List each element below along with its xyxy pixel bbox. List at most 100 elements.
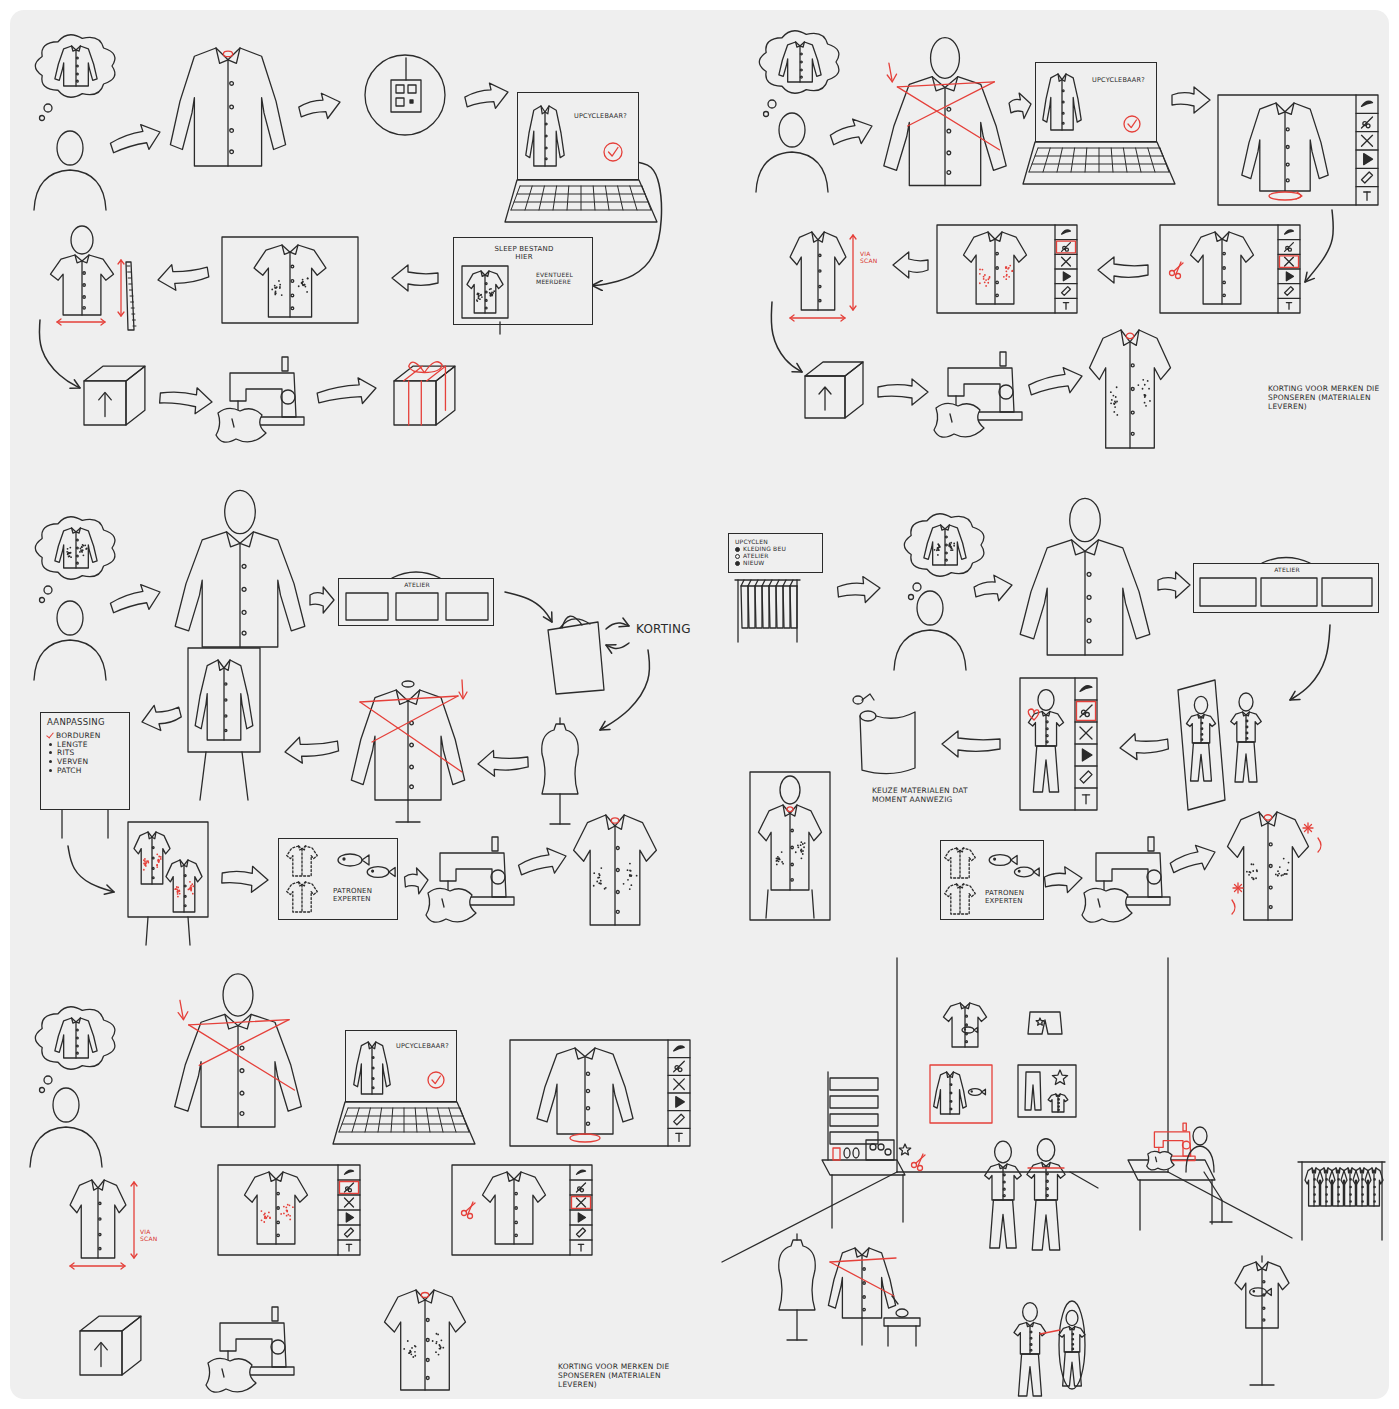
needle-icon [1062, 243, 1071, 252]
person-figure [1027, 1139, 1065, 1250]
fish-tail [1266, 1289, 1271, 1296]
shirt-button [1201, 722, 1203, 724]
scissors-icon [1285, 257, 1294, 266]
embroidery-dot [1246, 871, 1248, 873]
keyboard-grid [449, 1108, 456, 1132]
shirt-button [965, 1041, 967, 1043]
person-figure [985, 1141, 1022, 1248]
flow-arrow-curve [1305, 210, 1333, 282]
thought-cloud [35, 517, 115, 580]
embroidery-dot [1144, 402, 1146, 404]
tape-tick [127, 266, 130, 267]
cut-line [189, 1025, 295, 1090]
embroidery-dot [629, 870, 631, 872]
shirt-placket [1373, 1172, 1374, 1206]
shirt-placket [959, 851, 960, 878]
figure-head [1066, 1310, 1078, 1325]
note-label: KEUZE MATERIALEN DAT MOMENT AANWEZIG [872, 786, 982, 804]
sewing-machine [206, 1307, 294, 1392]
embroidery-dot [776, 864, 778, 866]
tool-selected [572, 1197, 591, 1209]
needle-icon [1288, 248, 1291, 251]
embroidery-dot [439, 1348, 441, 1350]
ruler-icon [1080, 771, 1092, 783]
shirt-button [1072, 1344, 1073, 1345]
flow-arrow [1027, 363, 1086, 402]
parcel-box [805, 362, 863, 418]
fabric-roll [830, 1078, 878, 1090]
shirt-outline [828, 1248, 895, 1318]
shirt-button [184, 905, 186, 907]
shirt-outline [1028, 712, 1063, 747]
toolbar-divider [1278, 298, 1300, 299]
person-head [53, 1088, 79, 1122]
shirt-button [515, 1192, 517, 1194]
embroidery-dot [781, 851, 783, 853]
embroidery-dot [938, 549, 940, 551]
embroidery-dot [1115, 402, 1117, 404]
flow-arrow-curve [39, 320, 80, 388]
thought-bubble [40, 1088, 45, 1093]
collar-mark [1264, 815, 1271, 820]
rotate-mark [570, 1134, 600, 1142]
embroidery-dot [1149, 400, 1151, 402]
flow-arrow-head [70, 380, 80, 389]
flow-arrow [404, 867, 429, 895]
keyboard-grid [642, 186, 651, 210]
text-tool-icon [1366, 192, 1367, 200]
embroidery-dot [478, 296, 480, 298]
embroidery-dot [80, 550, 82, 552]
shirt-outline [985, 1164, 1022, 1200]
shirt-button [1058, 1109, 1059, 1110]
toolbar-divider [1278, 239, 1300, 240]
embroidery-dot [178, 890, 180, 892]
flow-arrow-outline [942, 731, 1000, 757]
editor-screen [1218, 95, 1378, 205]
table-leg [1139, 1180, 1140, 1230]
shirt-outline [166, 860, 202, 912]
keyboard-grid [593, 186, 595, 210]
embroidery-dot [492, 292, 494, 294]
fabric [216, 408, 266, 442]
keyboard-grid [460, 1108, 469, 1132]
node-text: ATELIER [735, 553, 816, 560]
shirt-button [372, 1067, 374, 1069]
figure-trousers [1235, 742, 1257, 782]
thought-bubble [913, 583, 921, 591]
keyboard-grid [404, 1108, 405, 1132]
chair [1210, 1221, 1232, 1222]
shirt-button [1131, 364, 1134, 367]
toolbar-divider [668, 1110, 690, 1111]
flow-arrow-outline [828, 114, 877, 153]
adjustment-sign: AANPASSINGBORDURENLENGTERITSVERVENPATCH [40, 712, 130, 810]
shirt-outline [1186, 715, 1215, 744]
hanger [755, 580, 762, 586]
dimension-head [70, 1263, 74, 1269]
embroidery-dot [979, 268, 981, 270]
floor-edge [1168, 1172, 1292, 1238]
shirt-button [1246, 738, 1248, 740]
flow-arrow-outline [837, 575, 881, 605]
gift-box [394, 362, 455, 425]
thought-cloud [759, 31, 839, 94]
brush-icon [1285, 230, 1294, 234]
shirt-button [1314, 1201, 1315, 1202]
embroidery-dot [1144, 394, 1146, 396]
shirt-button [1201, 728, 1203, 730]
shirt-outline [945, 884, 976, 914]
embroidery-dot [478, 297, 480, 299]
shirt-outline [574, 815, 657, 925]
person-shoulders [30, 1127, 102, 1167]
shirt-button [83, 296, 85, 298]
embroidery-dot [593, 872, 595, 874]
shirt-button [1338, 1186, 1339, 1187]
embroidery-dot [795, 851, 797, 853]
wall-frame [1018, 1065, 1076, 1117]
shirt-button [1201, 734, 1203, 736]
flow-arrow-head [606, 645, 616, 654]
cut-line [897, 87, 999, 150]
work-table [822, 1160, 905, 1175]
embroidery-dot [629, 863, 631, 865]
thought-bubble [764, 112, 769, 117]
embroidery-dot [158, 860, 160, 862]
